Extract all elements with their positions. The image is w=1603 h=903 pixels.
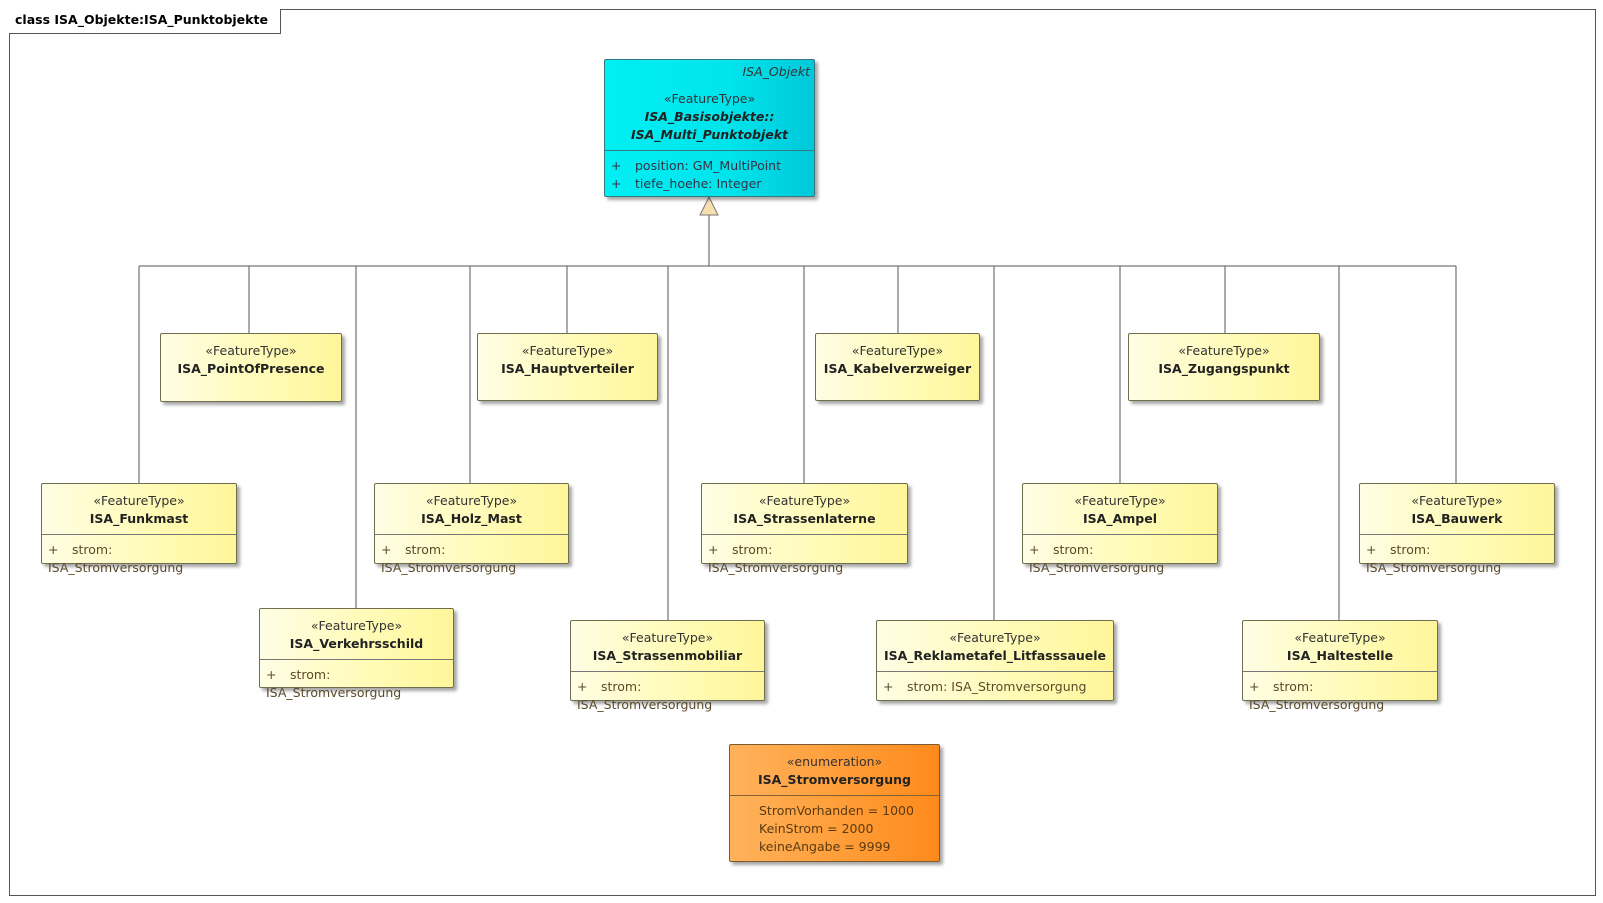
class-isa-haltestelle[interactable]: «FeatureType» ISA_Haltestelle +strom: ISA_…: [1242, 620, 1438, 712]
attribute-compartment: +strom: ISA_Stromversorgung: [260, 659, 453, 706]
class-isa-hauptverteiler[interactable]: «FeatureType» ISA_Hauptverteiler: [477, 333, 658, 401]
enum-literal: KeinStrom = 2000: [759, 821, 874, 836]
class-isa-strassenlaterne[interactable]: «FeatureType» ISA_Strassenlaterne +strom: …: [701, 483, 908, 575]
class-stereotype: «FeatureType»: [663, 91, 756, 106]
class-stereotype: «FeatureType»: [310, 618, 403, 633]
class-stereotype: «FeatureType»: [1411, 493, 1503, 508]
class-stereotype: «FeatureType»: [93, 493, 185, 508]
class-name: ISA_Funkmast: [89, 511, 189, 526]
attribute-compartment: +strom: ISA_Stromversorgung: [375, 534, 568, 581]
class-name: ISA_Zugangspunkt: [1158, 361, 1290, 376]
attribute-compartment: +strom: ISA_Stromversorgung: [1243, 671, 1437, 718]
class-name: ISA_PointOfPresence: [177, 361, 325, 376]
class-stereotype: «FeatureType»: [521, 343, 614, 358]
attribute-compartment: +strom: ISA_Stromversorgung: [1360, 534, 1554, 581]
class-isa-holz-mast[interactable]: «FeatureType» ISA_Holz_Mast +strom: ISA_St…: [374, 483, 569, 575]
class-name: ISA_Verkehrsschild: [289, 636, 424, 651]
attribute-row: +strom: ISA_Stromversorgung: [266, 667, 402, 700]
class-isa-multi-punktobjekt[interactable]: ISA_Objekt «FeatureType» ISA_Basisobjekt…: [604, 59, 815, 197]
attribute-row: +strom: ISA_Stromversorgung: [381, 542, 517, 575]
class-isa-strassenmobiliar[interactable]: «FeatureType» ISA_Strassenmobiliar +strom:…: [570, 620, 765, 712]
enum-name: ISA_Stromversorgung: [757, 772, 911, 787]
class-name-line1: ISA_Basisobjekte::: [644, 109, 775, 124]
attribute-row: +strom: ISA_Stromversorgung: [577, 679, 713, 712]
generalization-arrowhead: [699, 195, 719, 216]
class-name: ISA_Bauwerk: [1411, 511, 1503, 526]
attribute-row: +tiefe_hoehe: Integer: [611, 176, 762, 191]
class-stereotype: «FeatureType»: [205, 343, 297, 358]
attribute-row: +strom: ISA_Stromversorgung: [1249, 679, 1385, 712]
class-stereotype: «FeatureType»: [425, 493, 518, 508]
class-stereotype: «FeatureType»: [1294, 630, 1386, 645]
attribute-row: +strom: ISA_Stromversorgung: [1029, 542, 1165, 575]
attribute-compartment: +strom: ISA_Stromversorgung: [1023, 534, 1217, 581]
class-name-line2: ISA_Multi_Punktobjekt: [630, 127, 789, 142]
diagram-frame-label: class ISA_Objekte:ISA_Punktobjekte: [9, 9, 281, 34]
class-isa-funkmast[interactable]: «FeatureType» ISA_Funkmast +strom: ISA_Str…: [41, 483, 237, 575]
class-name: ISA_Strassenlaterne: [733, 511, 876, 526]
class-isa-bauwerk[interactable]: «FeatureType» ISA_Bauwerk +strom: ISA_Stro…: [1359, 483, 1555, 575]
attribute-row: +position: GM_MultiPoint: [611, 158, 782, 173]
class-isa-zugangspunkt[interactable]: «FeatureType» ISA_Zugangspunkt: [1128, 333, 1320, 401]
class-name: ISA_Reklametafel_Litfasssauele: [883, 648, 1107, 663]
class-stereotype: «FeatureType»: [1178, 343, 1270, 358]
attribute-row: +strom: ISA_Stromversorgung: [708, 542, 844, 575]
class-name: ISA_Kabelverzweiger: [823, 361, 972, 376]
class-isa-pointofpresence[interactable]: «FeatureType» ISA_PointOfPresence: [160, 333, 342, 402]
class-name: ISA_Hauptverteiler: [501, 361, 634, 376]
class-name: ISA_Holz_Mast: [421, 511, 522, 526]
class-isa-kabelverzweiger[interactable]: «FeatureType» ISA_Kabelverzweiger: [815, 333, 980, 401]
diagram-frame: [9, 9, 1596, 896]
attribute-compartment: +strom: ISA_Stromversorgung: [571, 671, 764, 718]
class-stereotype: «FeatureType»: [1074, 493, 1166, 508]
enum-literals: StromVorhanden = 1000 KeinStrom = 2000 k…: [730, 795, 939, 860]
attribute-row: +strom: ISA_Stromversorgung: [883, 679, 1087, 694]
class-name: ISA_Haltestelle: [1286, 648, 1394, 663]
enum-literal: StromVorhanden = 1000: [759, 803, 914, 818]
class-isa-reklametafel-litfasssauele[interactable]: «FeatureType» ISA_Reklametafel_Litfasssau…: [876, 620, 1114, 701]
attribute-compartment: +strom: ISA_Stromversorgung: [42, 534, 236, 581]
attribute-compartment: +strom: ISA_Stromversorgung: [877, 671, 1113, 700]
attribute-compartment: +strom: ISA_Stromversorgung: [702, 534, 907, 581]
class-isa-verkehrsschild[interactable]: «FeatureType» ISA_Verkehrsschild +strom: I…: [259, 608, 454, 700]
class-stereotype: «FeatureType»: [949, 630, 1041, 645]
attribute-row: +strom: ISA_Stromversorgung: [48, 542, 184, 575]
enumeration-isa-stromversorgung[interactable]: «enumeration» ISA_Stromversorgung StromV…: [729, 744, 940, 862]
class-stereotype: «FeatureType»: [851, 343, 944, 358]
class-stereotype: «FeatureType»: [621, 630, 714, 645]
class-isa-ampel[interactable]: «FeatureType» ISA_Ampel +strom: ISA_Stromv…: [1022, 483, 1218, 575]
class-name: ISA_Strassenmobiliar: [592, 648, 743, 663]
enum-stereotype: «enumeration»: [786, 754, 883, 769]
abstract-parent-label: ISA_Objekt: [742, 64, 811, 79]
class-stereotype: «FeatureType»: [758, 493, 851, 508]
attribute-row: +strom: ISA_Stromversorgung: [1366, 542, 1502, 575]
enum-literal: keineAngabe = 9999: [759, 839, 891, 854]
attribute-compartment: +position: GM_MultiPoint +tiefe_hoehe: I…: [605, 150, 814, 197]
class-name: ISA_Ampel: [1083, 511, 1157, 526]
